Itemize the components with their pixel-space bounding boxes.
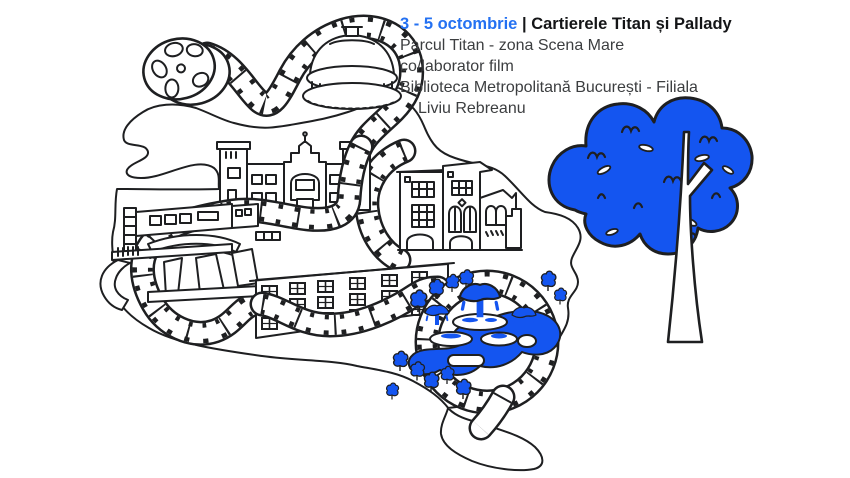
page-title: Cartierele Titan și Pallady (531, 15, 732, 33)
dome-arena-building (302, 26, 402, 110)
film-reel (142, 37, 231, 106)
subtitle-line: Biblioteca Metropolitană București - Fil… (400, 79, 698, 96)
subtitle-line: Liviu Rebreanu (418, 100, 526, 117)
big-blue-tree (547, 96, 754, 344)
event-header: 3 - 5 octombrie | Cartierele Titan și Pa… (400, 14, 846, 119)
separator: | (521, 15, 527, 33)
title-line: 3 - 5 octombrie | Cartierele Titan și Pa… (400, 14, 846, 35)
date-range: 3 - 5 octombrie (400, 15, 518, 33)
subtitle-line: Parcul Titan - zona Scena Mare (400, 37, 625, 54)
villa-building (396, 161, 523, 251)
subtitle-line: co/laborator film (400, 58, 514, 75)
modernist-cinema-building (99, 203, 299, 311)
park-fountains (424, 282, 537, 347)
